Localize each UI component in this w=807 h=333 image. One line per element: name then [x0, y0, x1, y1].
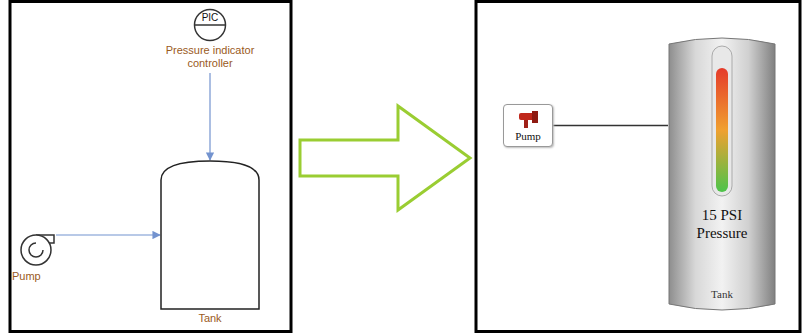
transform-arrow [300, 106, 470, 210]
tank-outline [160, 160, 260, 310]
node-sublabel: Tank [668, 288, 776, 300]
connector [56, 234, 160, 235]
connector [553, 125, 668, 127]
pump-icon [504, 108, 552, 130]
controller-instrument: PIC Pressure indicator controller [165, 8, 255, 70]
left-panel [10, 2, 291, 332]
pump-widget: Pump [503, 104, 553, 147]
node-label: Pump [504, 130, 552, 143]
node-label: 15 PSI Pressure [668, 206, 776, 242]
pump-icon [16, 230, 56, 266]
right-panel [476, 2, 800, 332]
node-label: Tank [160, 312, 260, 325]
tank-cylinder [668, 36, 776, 312]
tank-vessel: Tank [160, 160, 260, 325]
node-label: PIC [193, 12, 227, 23]
tank-widget: 15 PSI PressureTank [668, 36, 776, 312]
pump-symbol: Pump [12, 230, 62, 283]
node-label: Pump [12, 270, 62, 283]
connector [209, 73, 210, 160]
node-sublabel: Pressure indicator controller [165, 44, 255, 70]
